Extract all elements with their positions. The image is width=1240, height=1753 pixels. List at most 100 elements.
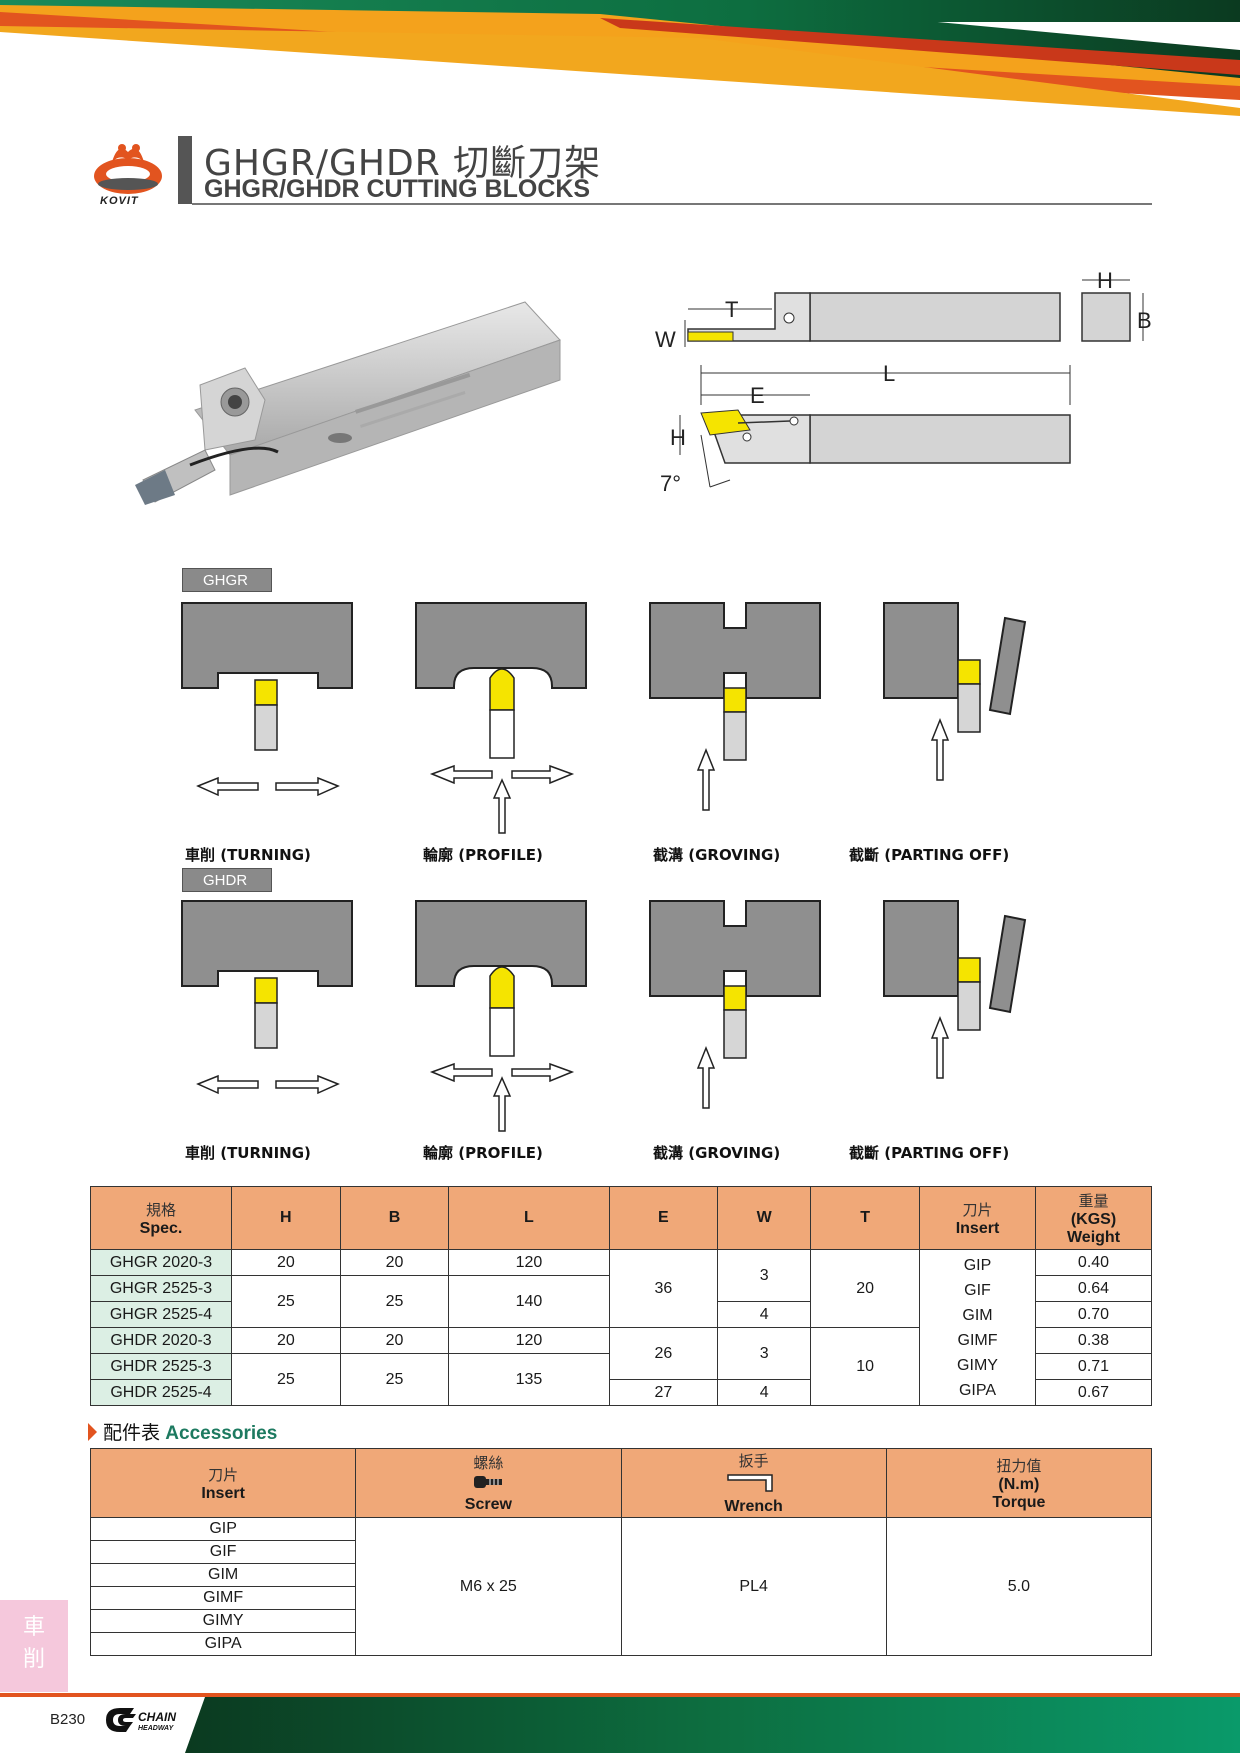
- side-tab-line2: 削: [22, 1647, 45, 1672]
- accessories-heading-zh: 配件表: [103, 1422, 161, 1444]
- title-rule: [192, 203, 1152, 205]
- acc-insert-cell: GIM: [89, 1563, 357, 1587]
- caption-groving-2: 截溝 (GROVING): [653, 1144, 781, 1162]
- col-torque-unit: (N.m): [998, 1475, 1040, 1493]
- dim-h-label: H: [1097, 268, 1113, 293]
- heading-marker-icon: [88, 1423, 97, 1441]
- dim-e-label: E: [750, 383, 765, 408]
- op-turning-ghgr: [181, 602, 353, 797]
- l-cell: 120: [448, 1327, 610, 1354]
- col-spec-en: Spec.: [139, 1219, 183, 1237]
- page-subtitle: GHGR/GHDR CUTTING BLOCKS: [204, 175, 591, 203]
- col-weight-zh: 重量: [1078, 1192, 1109, 1210]
- footer-logo-sub: HEADWAY: [138, 1725, 175, 1732]
- table-row: GHDR 2020-3 20 20 120 26 3 10 0.38: [90, 1327, 1152, 1406]
- chain-headway-logo: CHAIN HEADWAY: [106, 1708, 176, 1732]
- col-w: W: [717, 1186, 812, 1250]
- table-row: GIP M6 x 25 PL4 5.0: [89, 1517, 1153, 1656]
- b-cell: 25: [339, 1275, 450, 1328]
- wrench-icon: [726, 1474, 773, 1492]
- product-photo: [135, 301, 561, 505]
- h-cell: 20: [231, 1249, 341, 1276]
- wrench-cell: PL4: [620, 1517, 887, 1656]
- col-screw-en: Screw: [464, 1496, 512, 1513]
- w-cell: 3: [717, 1249, 812, 1302]
- spec-cell: GHDR 2525-3: [90, 1353, 232, 1380]
- page-title: GHGR/GHDR 切斷刀架: [204, 143, 602, 184]
- t-cell: 10: [810, 1327, 920, 1406]
- side-tab-line1: 車: [22, 1615, 45, 1640]
- dim-t-label: T: [725, 297, 738, 322]
- title-accent-bar: [178, 136, 192, 204]
- t-cell: 20: [810, 1249, 920, 1328]
- op-parting-ghgr: [883, 602, 1027, 781]
- group-tag-ghgr: GHGR: [182, 568, 272, 592]
- col-wrench-zh: 扳手: [738, 1453, 769, 1470]
- l-cell: 140: [448, 1275, 610, 1328]
- weight-cell: 0.71: [1035, 1353, 1152, 1380]
- col-h: H: [231, 1186, 341, 1250]
- col-acc-insert-en: Insert: [201, 1484, 245, 1502]
- w-cell: 3: [717, 1327, 812, 1380]
- screw-icon: [474, 1476, 503, 1488]
- brand-name: KOVIT: [100, 195, 139, 207]
- col-b: B: [339, 1186, 450, 1250]
- caption-profile-2: 輪廓 (PROFILE): [423, 1144, 543, 1162]
- insert-item: GIMF: [957, 1331, 998, 1349]
- h-cell: 25: [231, 1275, 341, 1328]
- col-t: T: [810, 1186, 920, 1250]
- caption-parting: 截斷 (PARTING OFF): [849, 846, 1010, 864]
- table-row: GHGR 2525-4 4 0.70: [90, 1301, 1152, 1328]
- section-side-tab[interactable]: 車 削: [0, 1600, 68, 1692]
- op-profile-ghgr: [415, 602, 587, 834]
- torque-cell: 5.0: [885, 1517, 1153, 1656]
- col-spec-zh: 規格: [145, 1201, 176, 1219]
- op-turning-ghdr: [181, 900, 353, 1095]
- insert-item: GIP: [963, 1256, 992, 1274]
- col-wrench-en: Wrench: [724, 1498, 783, 1515]
- l-cell: 135: [448, 1353, 610, 1406]
- w-cell: 4: [717, 1301, 812, 1328]
- e-cell: 27: [608, 1379, 719, 1406]
- table-row: GIMY: [89, 1609, 1152, 1633]
- col-e: E: [608, 1186, 719, 1250]
- dimension-drawing: T W H B L E H 7°: [655, 268, 1152, 495]
- table-row: GHDR 2525-4 27 4 0.67: [90, 1379, 1152, 1406]
- weight-cell: 0.38: [1035, 1327, 1152, 1354]
- caption-parting-2: 截斷 (PARTING OFF): [849, 1144, 1010, 1162]
- col-torque-zh: 扭力值: [996, 1457, 1042, 1475]
- dim-b-label: B: [1137, 308, 1152, 333]
- acc-insert-cell: GIPA: [89, 1632, 357, 1656]
- table-row: GIMF: [89, 1586, 1152, 1610]
- col-insert-en: Insert: [955, 1219, 1000, 1237]
- b-cell: 20: [339, 1327, 450, 1354]
- op-parting-ghdr: [883, 900, 1027, 1079]
- spec-cell: GHGR 2020-3: [90, 1249, 232, 1276]
- insert-item: GIPA: [958, 1381, 997, 1399]
- e-cell: 36: [608, 1249, 719, 1328]
- table-row: GHDR 2525-3 25 25 135 0.71: [90, 1353, 1152, 1406]
- insert-list-cell: GIP GIF GIM GIMF GIMY GIPA: [919, 1249, 1036, 1406]
- col-wrench: 扳手 Wrench: [620, 1448, 887, 1518]
- caption-turning-2: 車削 (TURNING): [185, 1144, 311, 1162]
- weight-cell: 0.64: [1035, 1275, 1152, 1302]
- screw-cell: M6 x 25: [355, 1517, 622, 1656]
- page-number: B230: [50, 1711, 86, 1728]
- dim-h-side-label: H: [670, 425, 686, 450]
- acc-insert-cell: GIMF: [89, 1586, 357, 1610]
- col-torque-en: Torque: [992, 1493, 1046, 1511]
- op-groving-ghdr: [649, 900, 821, 1109]
- b-cell: 20: [339, 1249, 450, 1276]
- col-insert-zh: 刀片: [962, 1201, 993, 1219]
- accessories-heading: 配件表 Accessories: [88, 1418, 277, 1445]
- caption-turning: 車削 (TURNING): [185, 846, 311, 864]
- header-banner: [0, 0, 1240, 116]
- kovit-logo: [94, 144, 162, 194]
- col-acc-insert-zh: 刀片: [208, 1466, 239, 1484]
